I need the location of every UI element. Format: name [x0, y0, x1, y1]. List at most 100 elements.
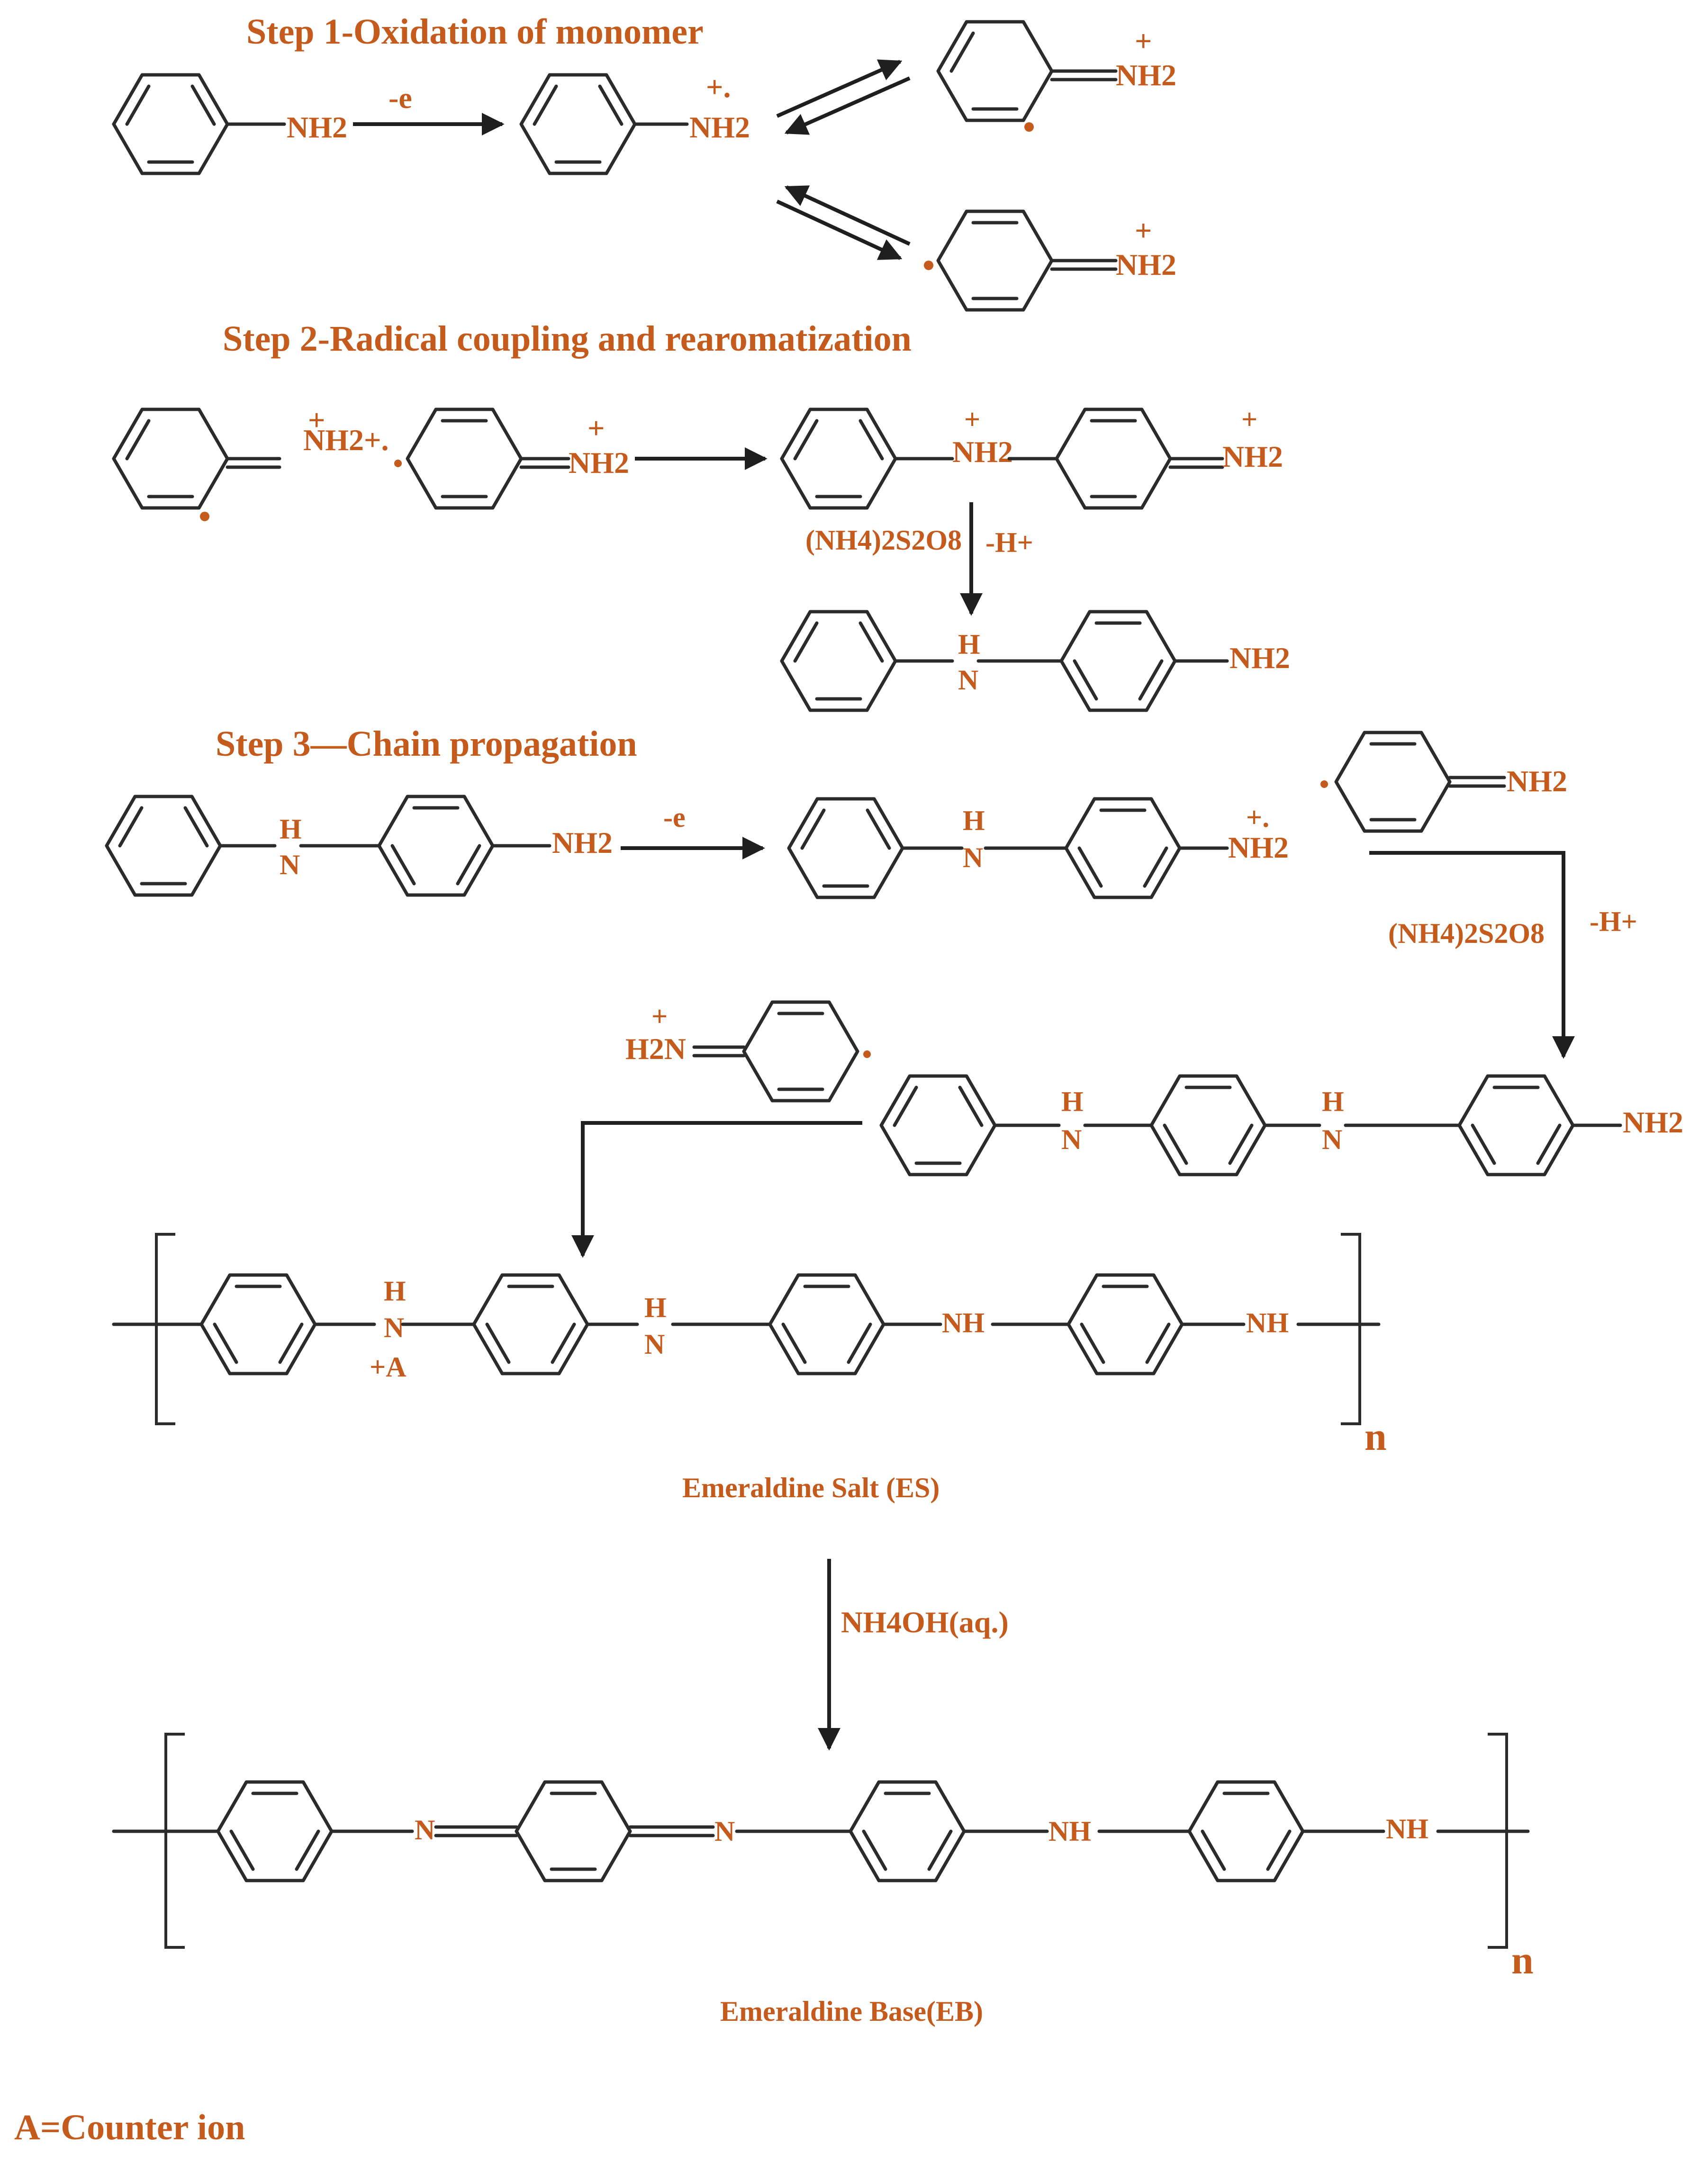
ring [1187, 1780, 1305, 1882]
minus-e-label: -e [663, 802, 686, 833]
equilibrium-arrow [776, 199, 903, 260]
nh2-label: NH2 [1623, 1105, 1683, 1139]
ring [519, 73, 637, 175]
plus-sign: + [964, 404, 980, 435]
n-label: N [1061, 1124, 1082, 1155]
h-label: H [384, 1275, 406, 1307]
minus-e-label: -e [389, 81, 412, 115]
ring [1457, 1074, 1575, 1176]
nh2-label: NH2 [1222, 440, 1283, 473]
repeat-unit-n: n [1511, 1938, 1534, 1982]
plus-sign: + [1135, 24, 1152, 58]
polymer-bracket [155, 1233, 1361, 1425]
step2-title: Step 2-Radical coupling and rearomatizat… [223, 319, 912, 359]
nh2-label: NH2 [287, 110, 347, 144]
quinoid-ring [936, 209, 1118, 312]
n-label: N [644, 1329, 665, 1360]
plus-sign: + [308, 403, 325, 437]
ring [199, 1273, 317, 1375]
h-label: H [963, 805, 985, 836]
counter-ion-label: +A [370, 1351, 407, 1383]
equilibrium-arrow [776, 59, 903, 118]
nh-label: NH [942, 1307, 985, 1339]
nh2-label: NH2 [689, 110, 750, 144]
ring [1066, 1273, 1184, 1375]
nh2-radical-label: NH2+. [303, 423, 389, 457]
h-label: H [644, 1292, 667, 1323]
repeat-unit-n: n [1365, 1415, 1387, 1459]
h2n-label: H2N [625, 1032, 686, 1066]
ring [780, 610, 897, 712]
ring [1059, 610, 1177, 712]
radical-dot [924, 261, 933, 270]
nh2-label: NH2 [569, 446, 629, 479]
ring [1149, 1074, 1267, 1176]
minus-h-label: -H+ [985, 527, 1033, 558]
nh2-label: NH2 [1507, 764, 1567, 798]
equilibrium-arrow [784, 185, 911, 246]
nh2-label: NH2 [1229, 641, 1290, 675]
step3-title: Step 3—Chain propagation [216, 724, 637, 764]
n-label: N [714, 1816, 735, 1847]
nh2-label: NH2 [952, 435, 1013, 469]
nh-label: NH [1386, 1813, 1428, 1845]
radical-dot [200, 512, 209, 521]
reaction-arrow [1369, 851, 1575, 1059]
nh2-label: NH2 [552, 826, 613, 859]
emeraldine-salt-label: Emeraldine Salt (ES) [682, 1472, 940, 1503]
polymer-bracket [164, 1733, 1508, 1949]
ring [472, 1273, 589, 1375]
n-label: N [384, 1312, 404, 1343]
equilibrium-arrow [784, 76, 911, 135]
oxidant-label: (NH4)2S2O8 [805, 525, 962, 556]
plus-sign: + [1241, 404, 1257, 435]
footnote-label: A=Counter ion [14, 2108, 245, 2147]
radical-dot [394, 460, 402, 467]
emeraldine-base-label: Emeraldine Base(EB) [720, 1996, 983, 2027]
ring [1064, 797, 1182, 899]
ring [849, 1780, 966, 1882]
h-label: H [1061, 1086, 1084, 1117]
reagent-label: NH4OH(aq.) [841, 1605, 1009, 1639]
ring [787, 797, 904, 899]
nh-label: NH [1048, 1816, 1091, 1847]
plus-sign: + [651, 1001, 668, 1032]
ring [377, 795, 495, 897]
plus-sign: + [1135, 214, 1152, 247]
plus-sign: + [587, 411, 605, 445]
step1-title: Step 1-Oxidation of monomer [246, 12, 704, 52]
nh2-label: NH2 [1116, 248, 1176, 281]
n-label: N [958, 664, 978, 696]
quinoid-ring [515, 1780, 632, 1882]
nh-label: NH [1246, 1307, 1289, 1339]
quinoid-ring [112, 407, 281, 510]
ring [105, 795, 222, 897]
radical-dot [1024, 122, 1034, 132]
radical-dot [1320, 780, 1328, 788]
nh2-label: NH2 [1228, 831, 1289, 864]
n-label: N [280, 849, 300, 880]
quinoid-ring [692, 1000, 859, 1103]
ring [780, 407, 897, 510]
ring [112, 73, 229, 175]
oxidant-label: (NH4)2S2O8 [1388, 918, 1545, 949]
quinoid-ring [406, 407, 570, 510]
quinoid-ring [1334, 731, 1506, 833]
radical-cation-sign: +. [706, 70, 731, 104]
h-label: H [958, 629, 980, 660]
minus-h-label: -H+ [1590, 906, 1637, 937]
h-label: H [1322, 1086, 1344, 1117]
n-label: N [963, 842, 983, 873]
quinoid-ring [1055, 407, 1224, 510]
reaction-arrow [571, 1121, 862, 1258]
quinoid-ring [936, 20, 1118, 122]
ring [768, 1273, 886, 1375]
radical-cation-sign: +. [1246, 802, 1269, 833]
ring [879, 1074, 997, 1176]
h-label: H [280, 814, 302, 845]
n-label: N [1322, 1124, 1342, 1155]
n-label: N [415, 1814, 435, 1845]
nh2-label: NH2 [1116, 58, 1176, 92]
radical-dot [863, 1050, 871, 1058]
